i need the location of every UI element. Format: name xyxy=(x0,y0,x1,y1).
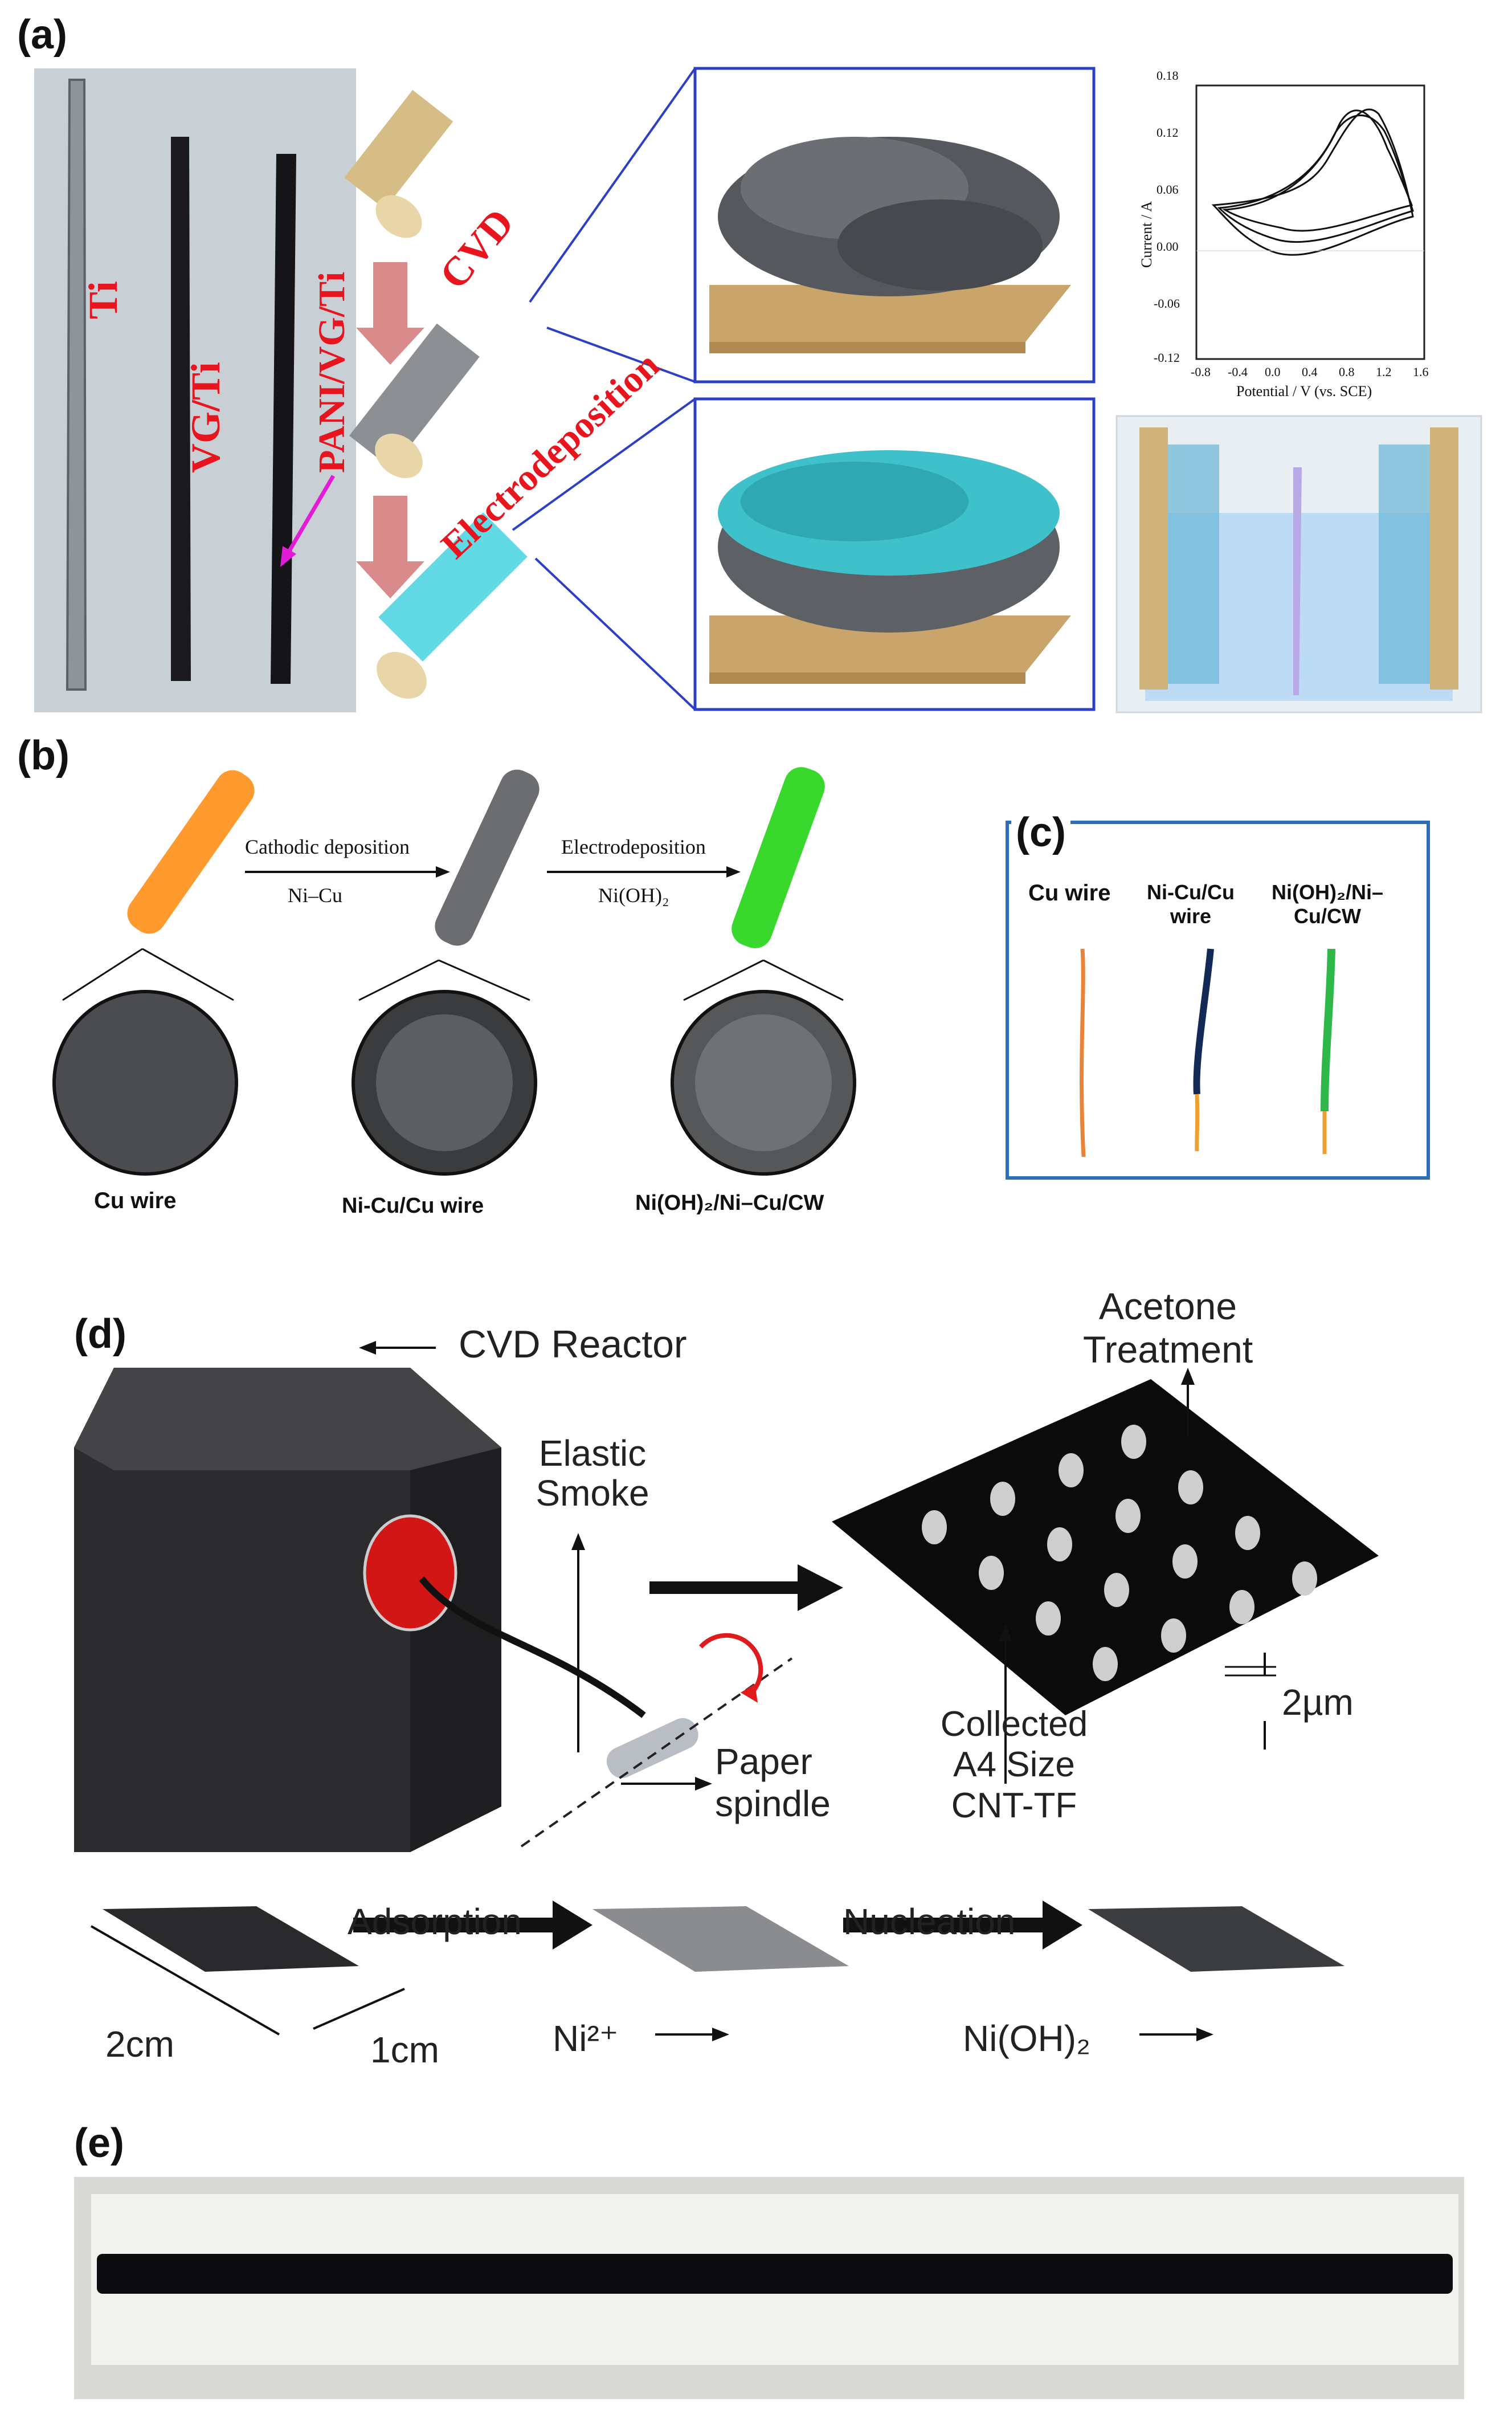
film-photo xyxy=(74,2177,1464,2399)
ni-ion-film-icon xyxy=(592,1906,849,1972)
pani-coated-rod-icon xyxy=(377,512,528,699)
label-paper-spindle: Paper spindle xyxy=(715,1741,831,1824)
nicu-wire-photo xyxy=(1193,948,1214,1095)
cv-xtick-2: 0.0 xyxy=(1265,365,1281,379)
cv-xlabel: Potential / V (vs. SCE) xyxy=(1236,383,1372,399)
label-ni-ion: Ni²⁺ xyxy=(553,2018,619,2059)
label-nicu-b: Ni-Cu/Cu wire xyxy=(342,1194,484,1218)
label-nioh-c: Ni(OH)₂/Ni–Cu/CW xyxy=(1272,880,1383,928)
label-nucleation: Nucleation xyxy=(843,1901,1016,1942)
cv-ytick-1: 0.12 xyxy=(1157,125,1179,140)
cv-xtick-4: 0.8 xyxy=(1339,365,1355,379)
magenta-arrow xyxy=(284,475,336,557)
label-cu-wire-c: Cu wire xyxy=(1028,880,1111,906)
step-cathodic-top: Cathodic deposition xyxy=(245,835,410,858)
panel-a-figure xyxy=(34,67,1482,713)
step-electro-bottom: Ni(OH)₂ xyxy=(598,884,669,907)
bare-rod-icon xyxy=(344,89,453,238)
cv-xtick-3: 0.4 xyxy=(1302,365,1318,379)
label-thickness: 2µm xyxy=(1282,1682,1354,1723)
nucleation-arrow xyxy=(1043,1901,1082,1950)
nioh-film-icon xyxy=(1088,1906,1345,1972)
step-cathodic-bottom: Ni–Cu xyxy=(288,884,343,907)
label-acetone: Acetone Treatment xyxy=(1082,1285,1253,1371)
label-nioh-b: Ni(OH)₂/Ni–Cu/CW xyxy=(635,1191,824,1215)
adsorption-arrow xyxy=(553,1901,592,1950)
label-elastic-smoke: Elastic Smoke xyxy=(536,1433,649,1514)
panel-b-figure xyxy=(52,767,856,1176)
label-nicu-c: Ni-Cu/Cu wire xyxy=(1147,880,1235,928)
cv-ytick-4: -0.06 xyxy=(1154,296,1180,311)
step-electro-top: Electrodeposition xyxy=(561,835,706,858)
nioh-wire-photo xyxy=(1321,948,1335,1112)
label-1cm: 1cm xyxy=(370,2029,439,2070)
cu-wire-photo xyxy=(1080,948,1086,1157)
cv-ytick-0: 0.18 xyxy=(1157,68,1179,83)
electrodeposition-arrow xyxy=(356,496,424,598)
label-collected: Collected A4 Size CNT-TF xyxy=(940,1704,1088,1825)
label-2cm: 2cm xyxy=(105,2024,174,2065)
label-cu-wire-b: Cu wire xyxy=(94,1188,177,1213)
ti-strip xyxy=(66,79,87,691)
cv-plot xyxy=(1195,84,1425,360)
cvd-arrow xyxy=(356,262,424,365)
cv-xtick-1: -0.4 xyxy=(1228,365,1248,379)
long-film-strip xyxy=(97,2254,1453,2294)
nioh-wire-icon xyxy=(732,767,825,948)
cv-xtick-0: -0.8 xyxy=(1191,365,1211,379)
label-vg-ti: VG/Ti xyxy=(183,362,228,473)
vg-ti-strip xyxy=(171,137,191,681)
rotation-arrow xyxy=(699,1633,763,1694)
label-adsorption: Adsorption xyxy=(348,1901,522,1942)
cu-wire-icon xyxy=(127,770,255,934)
cvd-reactor-icon xyxy=(74,1368,501,1852)
panel-label-c: (c) xyxy=(1011,809,1070,856)
cnt-film-icon xyxy=(832,1379,1379,1715)
cv-ylabel: Current / A xyxy=(1138,201,1155,268)
panel-c-frame xyxy=(1006,821,1430,1180)
paper-spindle-icon xyxy=(606,1718,698,1779)
label-pani-vg-ti: PANI/VG/Ti xyxy=(311,271,353,473)
label-ti: Ti xyxy=(80,281,126,319)
panel-label-a: (a) xyxy=(17,12,67,58)
panel-label-b: (b) xyxy=(17,733,70,778)
label-cvd-reactor: CVD Reactor xyxy=(459,1323,687,1366)
cv-ytick-5: -0.12 xyxy=(1154,350,1180,365)
cv-xtick-6: 1.6 xyxy=(1413,365,1429,379)
process-arrow xyxy=(798,1564,843,1611)
bare-film-icon xyxy=(103,1906,359,1972)
cv-ytick-3: 0.00 xyxy=(1157,239,1179,254)
cu-wire-sem-circle xyxy=(52,990,238,1176)
panel-label-e: (e) xyxy=(74,2121,124,2166)
label-nioh-d: Ni(OH)₂ xyxy=(963,2018,1090,2059)
panel-label-d: (d) xyxy=(74,1311,126,1357)
nicu-wire-icon xyxy=(435,769,540,946)
panel-d-figure xyxy=(74,1341,1379,2041)
vg-coated-rod-icon xyxy=(349,323,480,478)
cv-ytick-2: 0.06 xyxy=(1157,182,1179,197)
cv-xtick-5: 1.2 xyxy=(1376,365,1392,379)
